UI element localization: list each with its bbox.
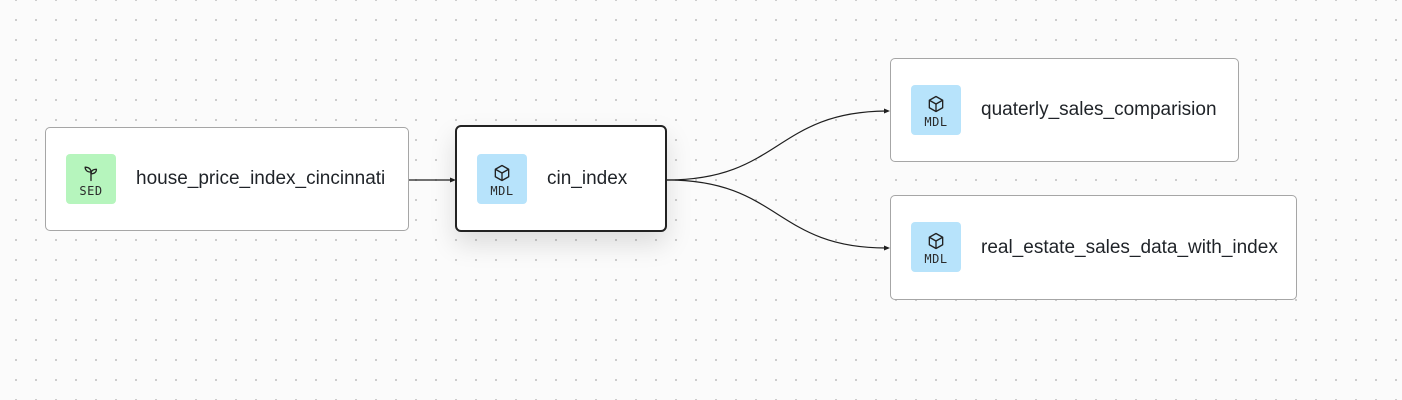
- node-quaterly-sales-comparision[interactable]: MDL quaterly_sales_comparision: [890, 58, 1239, 162]
- node-name: house_price_index_cincinnati: [136, 168, 386, 189]
- model-badge: MDL: [477, 154, 527, 204]
- edge-arrowhead: [450, 177, 456, 183]
- node-name: quaterly_sales_comparision: [981, 99, 1217, 120]
- edge-cin-index-to-real-estate: [666, 179, 887, 249]
- model-badge: MDL: [911, 222, 961, 272]
- node-house-price-index-cincinnati[interactable]: SED house_price_index_cincinnati: [45, 127, 409, 231]
- badge-type-label: MDL: [490, 183, 514, 198]
- edge-arrowhead: [884, 108, 890, 114]
- node-real-estate-sales-data-with-index[interactable]: MDL real_estate_sales_data_with_index: [890, 195, 1297, 300]
- node-cin-index[interactable]: MDL cin_index: [455, 125, 667, 232]
- badge-type-label: MDL: [924, 114, 948, 129]
- cube-icon: [926, 94, 946, 114]
- cube-icon: [492, 163, 512, 183]
- model-badge: MDL: [911, 85, 961, 135]
- node-name: real_estate_sales_data_with_index: [981, 236, 1278, 258]
- badge-type-label: MDL: [924, 251, 948, 266]
- node-name: cin_index: [547, 167, 628, 189]
- seed-badge: SED: [66, 154, 116, 204]
- cube-icon: [926, 231, 946, 251]
- edge-cin-index-to-quaterly-sales: [666, 110, 887, 181]
- badge-type-label: SED: [79, 183, 103, 198]
- seedling-icon: [81, 163, 101, 183]
- edge-arrowhead: [884, 245, 890, 251]
